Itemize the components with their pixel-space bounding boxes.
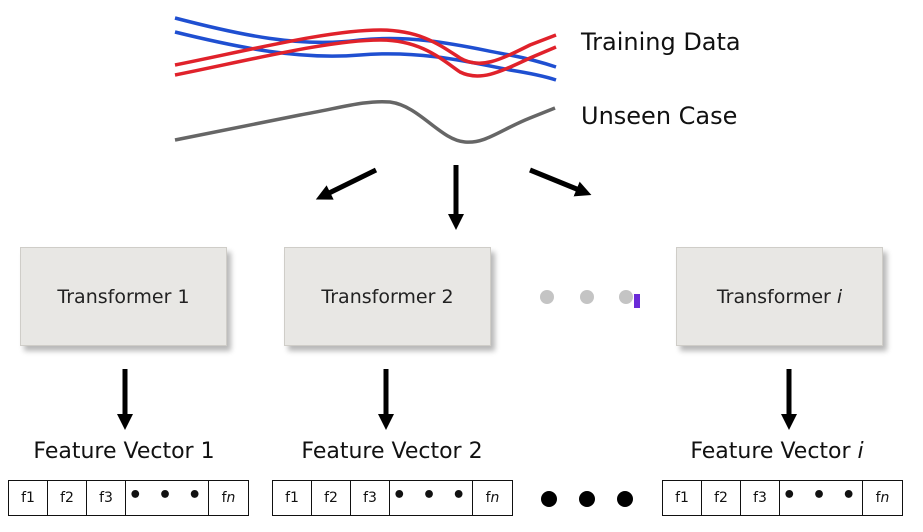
feature-cell: f3 bbox=[351, 481, 390, 515]
ellipsis-dot bbox=[540, 290, 554, 304]
feature-vector-2-label: Feature Vector 2 bbox=[301, 439, 483, 464]
feature-cell: f1 bbox=[9, 481, 48, 515]
feature-cell-ellipsis: • • • bbox=[390, 481, 473, 515]
ellipsis-dot-large bbox=[579, 491, 595, 507]
ellipsis-dot bbox=[619, 290, 633, 304]
transformer-i-label: Transformer i bbox=[716, 285, 843, 308]
feature-cell: f1 bbox=[273, 481, 312, 515]
feature-cell: f1 bbox=[663, 481, 702, 515]
unseen-case-label: Unseen Case bbox=[581, 102, 738, 130]
feature-vector-1-label: Feature Vector 1 bbox=[33, 439, 215, 464]
training-data-curves bbox=[174, 16, 557, 82]
transformer-1-box: Transformer 1 bbox=[20, 247, 227, 346]
training-red-curve-1 bbox=[174, 28, 557, 67]
arrow-to-transformer-i bbox=[529, 167, 592, 197]
arrow-to-transformer-1 bbox=[315, 167, 378, 200]
training-red-curve-2 bbox=[174, 38, 557, 78]
feature-vector-i-label: Feature Vector i bbox=[690, 439, 864, 464]
transformer-2-box: Transformer 2 bbox=[284, 247, 491, 346]
feature-cell: f2 bbox=[312, 481, 351, 515]
training-data-label: Training Data bbox=[581, 28, 741, 56]
ellipsis-dot-large bbox=[617, 491, 633, 507]
transformer-i-box: Transformer i bbox=[676, 247, 883, 346]
feature-cell: f3 bbox=[741, 481, 780, 515]
ellipsis-dot bbox=[580, 290, 594, 304]
feature-cell-ellipsis: • • • bbox=[126, 481, 209, 515]
transformer-1-label: Transformer 1 bbox=[57, 285, 190, 308]
feature-cell-ellipsis: • • • bbox=[780, 481, 863, 515]
transformer-2-label: Transformer 2 bbox=[321, 285, 454, 308]
feature-cell: f2 bbox=[702, 481, 741, 515]
ellipsis-dot-large bbox=[541, 491, 557, 507]
feature-cell: f2 bbox=[48, 481, 87, 515]
purple-marker bbox=[634, 294, 640, 308]
feature-cell: f3 bbox=[87, 481, 126, 515]
unseen-case-curve bbox=[174, 99, 556, 144]
